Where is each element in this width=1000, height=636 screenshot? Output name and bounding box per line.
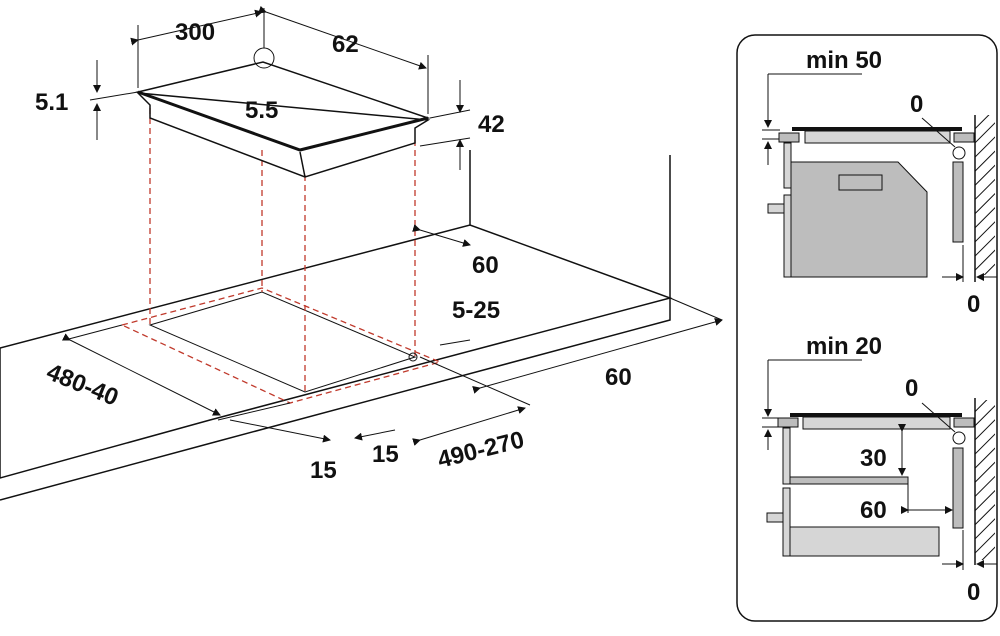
dim-width: 300 (175, 19, 215, 46)
min-20-label: min 20 (806, 333, 882, 360)
detail-drawer: min 20 0 30 60 0 (762, 333, 997, 606)
dim-front-15a: 15 (310, 457, 337, 484)
detail-oven: min 50 0 0 (762, 47, 997, 318)
drawer-gap-label: 0 (905, 375, 918, 402)
dim-depth: 62 (332, 31, 359, 58)
dim-worktop-depth: 60 (605, 364, 632, 391)
cutout (120, 108, 442, 404)
min-50-label: min 50 (806, 47, 882, 74)
main-view: 300 62 5.1 5.5 42 60 5-25 480-40 490-270… (0, 5, 723, 501)
dim-5-5: 5.5 (245, 97, 278, 124)
center-marker (253, 47, 275, 69)
dim-front-15b: 15 (372, 441, 399, 468)
oven-gap-label: 0 (910, 91, 923, 118)
dim-wall-gap: 60 (472, 252, 499, 279)
drawer-wall-label: 0 (967, 579, 980, 606)
thickness-marker (408, 352, 418, 362)
hob (135, 47, 431, 178)
drawer-60-label: 60 (860, 497, 887, 524)
oven-wall-label: 0 (967, 291, 980, 318)
drawer-30-label: 30 (860, 445, 887, 472)
detail-panel: min 50 0 0 (736, 34, 998, 622)
worktop (0, 150, 673, 501)
dim-cutout-width: 480-40 (43, 359, 122, 412)
dim-glass: 5.1 (35, 89, 68, 116)
dim-height: 42 (478, 111, 505, 138)
dimension-lines (61, 5, 723, 446)
dim-cutout-depth: 490-270 (435, 426, 527, 474)
dim-worktop-thickness: 5-25 (452, 297, 500, 324)
